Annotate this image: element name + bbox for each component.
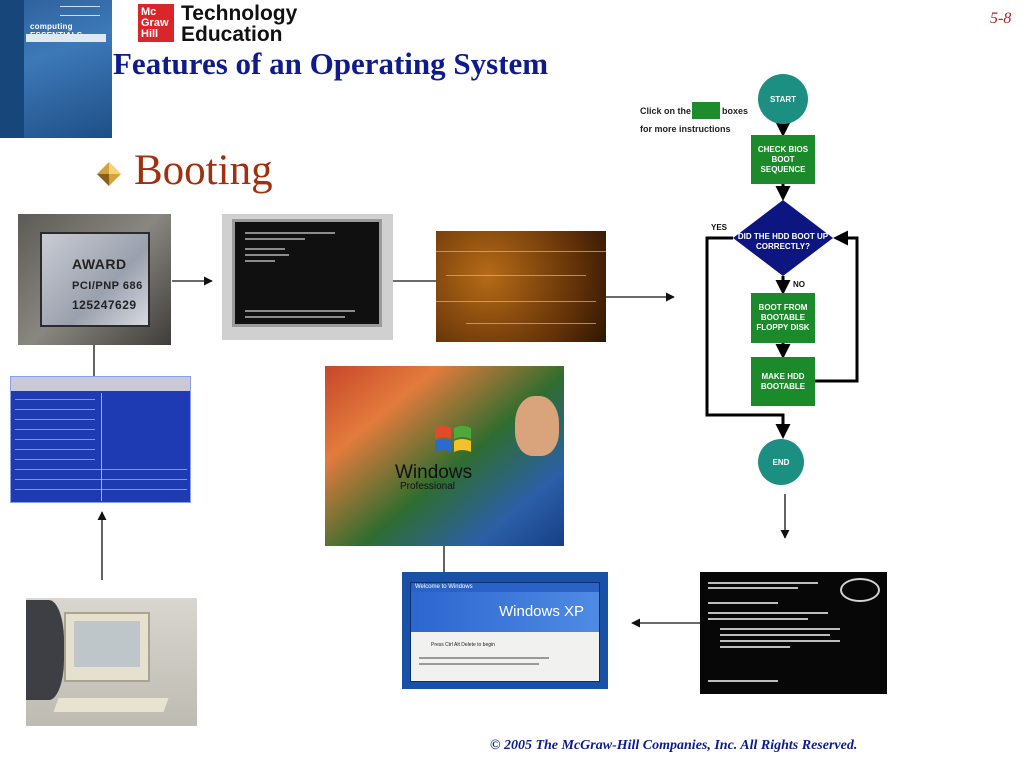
page-title: Features of an Operating System (113, 46, 549, 81)
flow-instructions-suffix: boxes (722, 106, 749, 116)
flow-yes-label: YES (711, 223, 728, 232)
flow-decision-diamond (733, 200, 833, 276)
page-number: 5-8 (990, 10, 1012, 27)
flow-instructions-line-2: for more instructions (640, 124, 731, 134)
computer-desk-photo (26, 598, 197, 726)
windows-splash-title: Windows (395, 462, 473, 483)
chip-text-line-3: 125247629 (72, 298, 137, 312)
chip-text-line-1: AWARD (72, 256, 127, 272)
flow-no-label: NO (793, 280, 805, 289)
windows-splash-photo: Windows Professional (325, 366, 564, 546)
bullet-label: Booting (134, 147, 273, 194)
chip-text-line-2: PCI/PNP 686 (72, 280, 143, 292)
footer-copyright: © 2005 The McGraw-Hill Companies, Inc. A… (490, 738, 858, 753)
mcgraw-hill-logo: Mc Graw Hill (138, 4, 174, 42)
welcome-dialog-photo: Welcome to Windows Windows XP Press Ctrl… (402, 572, 608, 689)
flow-loop-back-to-decision (815, 230, 859, 383)
windows-flag-icon (435, 426, 471, 452)
logo-text: Technology Education (181, 3, 297, 45)
welcome-dialog-cta: Press Ctrl Alt Delete to begin (431, 642, 495, 648)
flow-end-node[interactable]: END (758, 439, 804, 485)
flow-boot-floppy-box[interactable]: BOOT FROM BOOTABLE FLOPPY DISK (751, 293, 815, 343)
logo-mark-line-1: Mc (141, 6, 157, 18)
energy-star-logo (840, 578, 880, 602)
bios-setup-screen-photo (10, 376, 191, 503)
logo-mark-line-2: Graw (141, 17, 169, 29)
bios-chip-photo: AWARD PCI/PNP 686 125247629 (18, 214, 171, 345)
bios-boot-screen-photo (700, 572, 887, 694)
windows-splash-edition: Professional (400, 481, 456, 492)
flow-make-hdd-bootable-box[interactable]: MAKE HDD BOOTABLE (751, 357, 815, 406)
flow-check-bios-box[interactable]: CHECK BIOS BOOT SEQUENCE (751, 135, 815, 184)
book-cover-image: computing ESSENTIALS (0, 0, 112, 138)
welcome-dialog-title: Welcome to Windows (415, 584, 473, 590)
post-screen-photo (222, 214, 393, 340)
logo-text-line-2: Education (181, 23, 283, 46)
flow-instructions-green-swatch (692, 102, 720, 119)
flow-start-node[interactable]: START (758, 74, 808, 124)
diamond-bullet-icon (97, 162, 121, 186)
logo-mark-line-3: Hill (141, 28, 159, 40)
flow-instructions-prefix: Click on the (640, 106, 692, 116)
welcome-dialog-brand: Windows XP (499, 603, 585, 620)
flow-decision-label: DID THE HDD BOOT UP CORRECTLY? (737, 232, 829, 251)
flow-yes-path-to-end (705, 236, 791, 439)
circuit-board-photo (436, 231, 606, 342)
logo-text-line-1: Technology (181, 2, 298, 25)
